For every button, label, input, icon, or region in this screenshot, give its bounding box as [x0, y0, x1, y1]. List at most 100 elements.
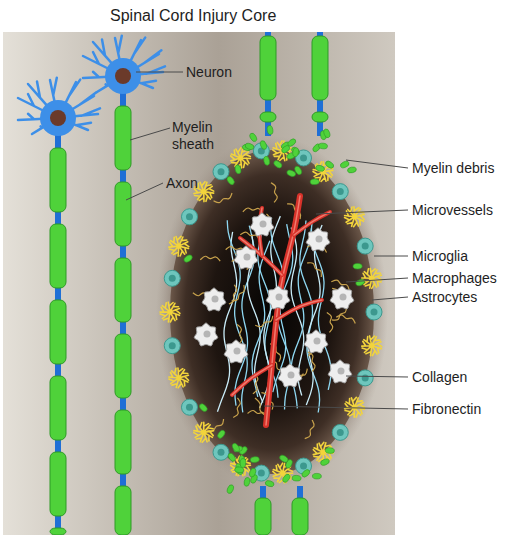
myelin-segment	[115, 258, 131, 322]
debris-fragment	[250, 456, 260, 463]
cell-body	[40, 100, 76, 136]
microglia-nucleus	[337, 429, 344, 436]
macrophage	[278, 364, 301, 387]
leader-lines	[126, 72, 408, 409]
astrocyte-body	[168, 310, 173, 315]
debris-fragment	[249, 132, 258, 143]
fibronectin-fiber	[214, 193, 232, 203]
debris-fragment	[244, 142, 254, 150]
myelin-segment	[115, 106, 131, 170]
astrocyte-body	[176, 244, 181, 249]
macrophage-nucleus	[276, 294, 283, 301]
macrophage	[266, 286, 289, 309]
leader-line	[346, 376, 408, 377]
diagram-title: Spinal Cord Injury Core	[110, 6, 276, 25]
astrocyte	[169, 236, 189, 256]
leader-line	[130, 128, 170, 140]
part-label: Microglia	[412, 248, 528, 265]
debris-fragment	[324, 160, 335, 170]
debris-fragment	[320, 458, 330, 466]
debris-fragment	[312, 473, 321, 479]
part-label: Macrophages	[412, 270, 528, 287]
macrophage-nucleus	[314, 338, 321, 345]
macrophage-nucleus	[260, 221, 267, 228]
debris-fragment	[259, 140, 267, 150]
part-label: Collagen	[412, 369, 528, 386]
macrophage-nucleus	[338, 368, 345, 375]
fibronectin-fiber	[305, 420, 314, 439]
myelin-segment	[115, 486, 131, 535]
macrophage	[224, 340, 247, 363]
fibronectin-fiber	[229, 285, 237, 304]
debris-fragment	[325, 447, 334, 453]
microglia	[213, 164, 229, 180]
microglia-nucleus	[186, 213, 193, 220]
nucleus	[50, 110, 66, 126]
microglia	[357, 370, 373, 386]
myelin-segment	[260, 36, 276, 100]
astrocyte	[194, 422, 214, 442]
microglia-nucleus	[371, 309, 378, 316]
debris-fragment	[280, 144, 291, 154]
fibronectin-fiber	[307, 263, 321, 277]
macrophage-nucleus	[316, 236, 323, 243]
leader-line	[264, 406, 408, 409]
microglia-nucleus	[337, 188, 344, 195]
debris-fragment	[279, 454, 290, 464]
debris-fragment	[240, 458, 246, 467]
microglia	[332, 184, 348, 200]
astrocyte-body	[369, 343, 374, 348]
debris-fragment	[355, 278, 365, 286]
macrophage-nucleus	[244, 254, 251, 261]
part-label: Myelin sheath	[172, 119, 234, 153]
debris-fragment	[273, 159, 284, 169]
debris-fragment	[231, 442, 241, 453]
debris-fragment	[267, 125, 274, 135]
microglia	[366, 304, 382, 320]
debris-fragment	[216, 429, 226, 440]
debris-fragment	[318, 143, 327, 149]
debris-fragment	[323, 128, 331, 138]
vessel-highlight	[232, 365, 272, 395]
debris-fragment	[292, 475, 301, 481]
debris-fragment	[234, 164, 241, 174]
leader-line	[126, 183, 163, 200]
microglia-nucleus	[186, 404, 193, 411]
astrocyte-body	[280, 471, 285, 476]
debris-fragment	[265, 480, 275, 488]
microglia-nucleus	[300, 154, 307, 161]
macrophage	[328, 360, 351, 383]
myelin-segment	[50, 452, 66, 516]
macrophage-nucleus	[234, 348, 241, 355]
macrophage	[202, 288, 225, 311]
astrocyte	[345, 207, 365, 227]
leader-line	[346, 160, 408, 168]
astrocyte	[362, 336, 382, 356]
microglia-nucleus	[300, 463, 307, 470]
debris-fragment	[198, 403, 208, 413]
part-label: Neuron	[186, 64, 276, 81]
part-label: Axon	[166, 175, 226, 192]
microglia	[332, 424, 348, 440]
myelin-segment	[50, 300, 66, 364]
macrophages	[194, 213, 353, 387]
debris-fragment	[301, 468, 311, 478]
debris-fragment	[282, 473, 292, 484]
astrocyte-body	[201, 430, 206, 435]
debris-fragment	[243, 477, 250, 487]
tissue-background	[3, 32, 395, 535]
debris-fragment	[315, 164, 325, 172]
microglia	[213, 444, 229, 460]
microvessels	[232, 196, 330, 425]
microvessel	[232, 365, 272, 395]
myelin-segment	[115, 182, 131, 246]
microglia-nucleus	[218, 449, 225, 456]
leader-line	[136, 72, 183, 73]
myelin-segment	[50, 148, 66, 212]
debris-fragment	[292, 147, 299, 157]
microglia-nucleus	[258, 470, 265, 477]
glial-ring	[160, 141, 382, 483]
macrophage-nucleus	[340, 294, 347, 301]
microglia	[181, 399, 197, 415]
microglia	[181, 209, 197, 225]
